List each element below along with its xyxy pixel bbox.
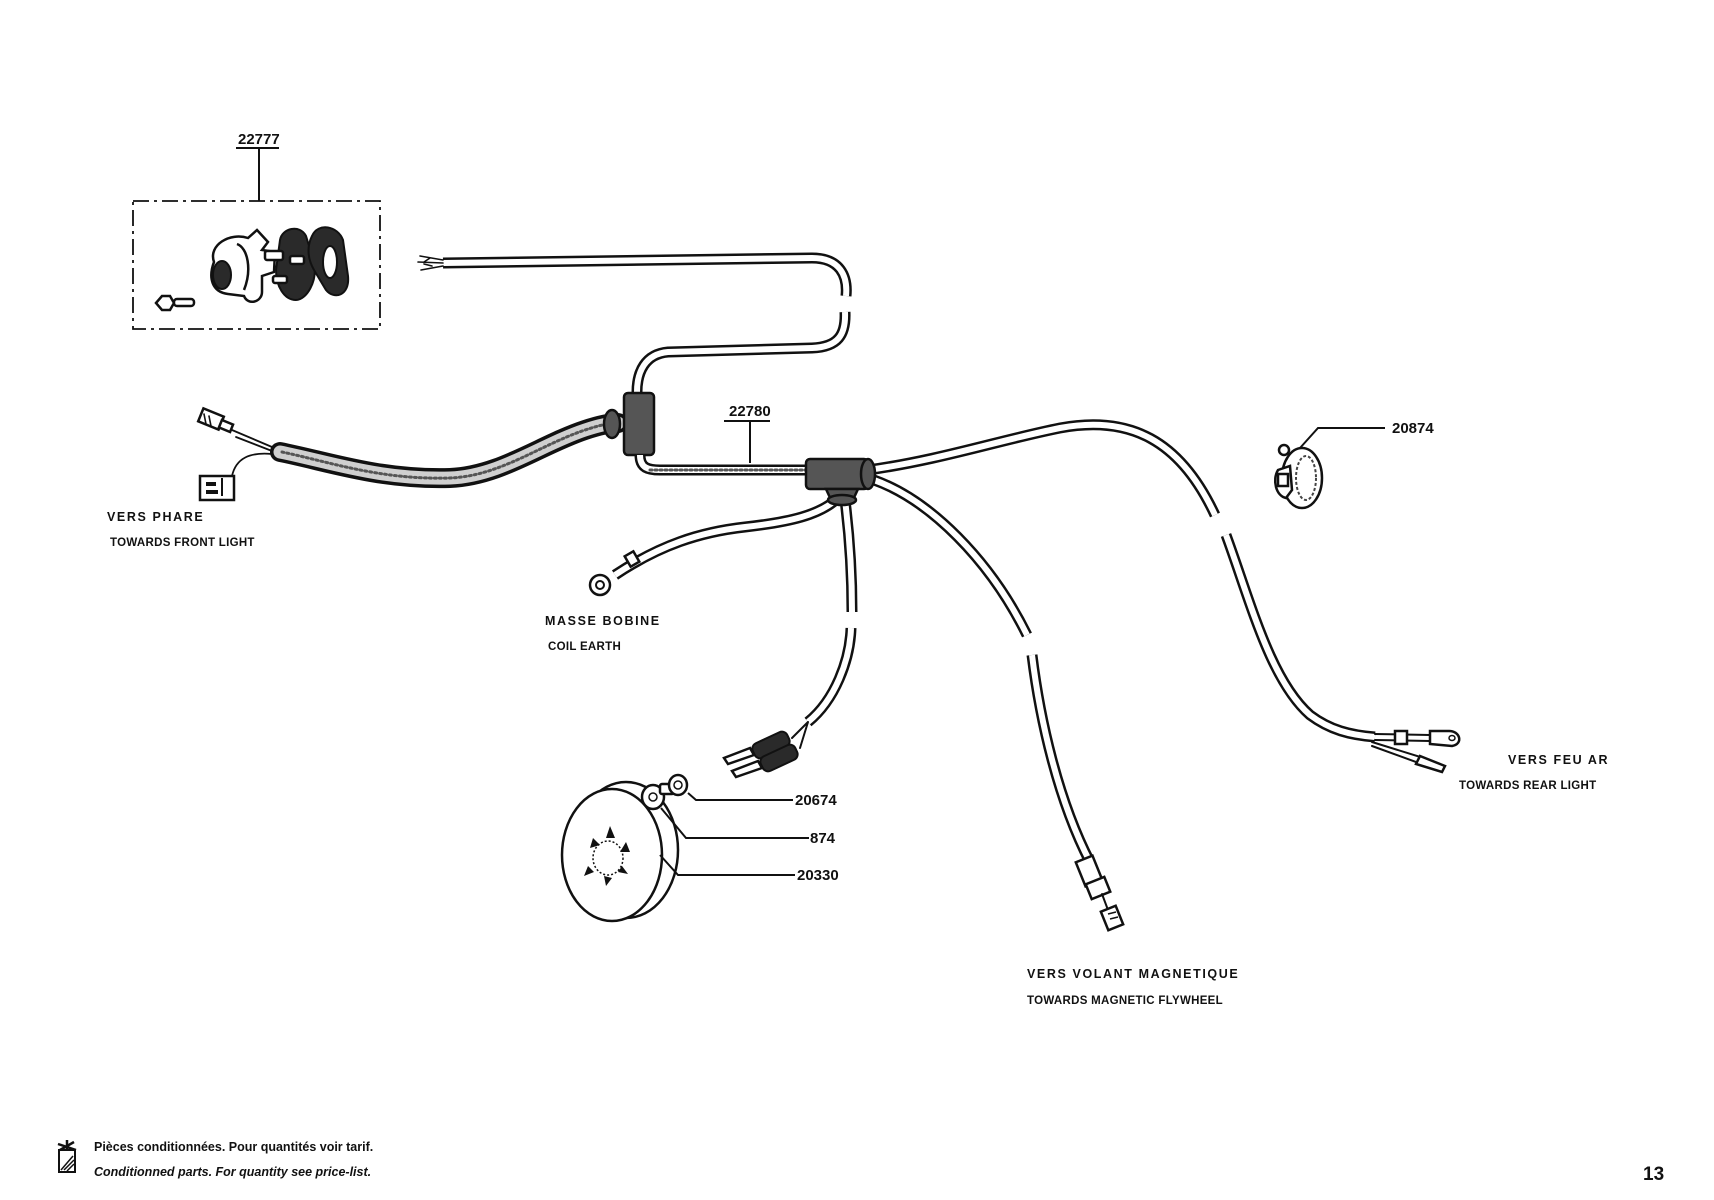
wire-break-marks bbox=[837, 297, 1232, 655]
assembly-dashed-box bbox=[132, 200, 381, 330]
leader-line-20330 bbox=[659, 854, 795, 876]
part-ref-874[interactable]: 874 bbox=[810, 830, 836, 847]
switch-body-icon bbox=[210, 228, 277, 304]
footnote-en: Conditionned parts. For quantity see pri… bbox=[94, 1165, 371, 1179]
right-t-junction bbox=[804, 457, 877, 507]
harness-branches bbox=[588, 419, 1461, 932]
footnote-fr: Pièces conditionnées. Pour quantités voi… bbox=[94, 1140, 373, 1154]
drum-cap-icon bbox=[560, 780, 680, 923]
part-ref-22777[interactable]: 22777 bbox=[238, 131, 280, 148]
spade-connector-icon bbox=[196, 406, 235, 434]
footnote: Pièces conditionnées. Pour quantités voi… bbox=[57, 1140, 373, 1179]
cable-clamp-icon bbox=[1274, 443, 1324, 510]
caption-front-light-fr: VERS PHARE bbox=[107, 510, 204, 524]
leader-line-20874 bbox=[1299, 427, 1385, 449]
part-ref-20330[interactable]: 20330 bbox=[797, 867, 839, 884]
harness-upper-loop bbox=[417, 252, 852, 393]
part-ref-20874[interactable]: 20874 bbox=[1392, 420, 1434, 437]
caption-coil-earth-fr: MASSE BOBINE bbox=[545, 614, 661, 628]
front-light-cable bbox=[196, 406, 628, 502]
washer-icon bbox=[640, 783, 666, 811]
ring-terminal-icon bbox=[1371, 729, 1461, 774]
part-20874-group: 20874 bbox=[1274, 420, 1434, 510]
part-22780-group: 22780 bbox=[724, 403, 771, 463]
caption-rear-light-fr: VERS FEU AR bbox=[1508, 753, 1609, 767]
caption-rear-light-en: TOWARDS REAR LIGHT bbox=[1459, 780, 1596, 792]
caption-flywheel-en: TOWARDS MAGNETIC FLYWHEEL bbox=[1027, 995, 1223, 1007]
contact-block-icon bbox=[263, 227, 316, 302]
part-22777-group: 22777 bbox=[132, 131, 381, 330]
block-connector-icon bbox=[198, 474, 236, 502]
drum-assembly-group: 20674 874 20330 bbox=[560, 773, 839, 923]
leader-line-20674 bbox=[687, 792, 793, 801]
packaged-parts-icon bbox=[57, 1140, 77, 1173]
flywheel-connector-icon bbox=[1074, 853, 1125, 932]
part-ref-22780[interactable]: 22780 bbox=[729, 403, 771, 420]
caption-coil-earth-en: COIL EARTH bbox=[548, 641, 621, 653]
coil-earth-ring-terminal-icon bbox=[588, 549, 642, 597]
page-number: 13 bbox=[1643, 1164, 1664, 1185]
stripped-wire-ends-icon bbox=[417, 255, 444, 271]
caption-flywheel-fr: VERS VOLANT MAGNETIQUE bbox=[1027, 967, 1239, 981]
leader-line-874 bbox=[660, 807, 809, 839]
screw-icon bbox=[154, 294, 196, 312]
nut-icon bbox=[658, 773, 689, 797]
left-t-junction bbox=[602, 391, 808, 476]
caption-front-light-en: TOWARDS FRONT LIGHT bbox=[110, 537, 255, 549]
gasket-icon bbox=[307, 226, 350, 297]
part-ref-20674[interactable]: 20674 bbox=[795, 792, 837, 809]
suppressor-connectors-icon bbox=[722, 721, 809, 779]
